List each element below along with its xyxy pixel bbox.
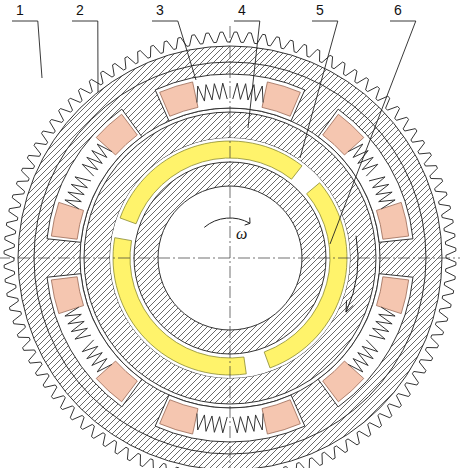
pad	[51, 202, 83, 239]
spring	[369, 307, 395, 339]
arrow-head	[245, 218, 250, 226]
callout-underline	[390, 21, 416, 22]
spring	[82, 340, 112, 372]
callout-number: 1	[16, 2, 24, 18]
leader-line	[248, 21, 260, 128]
pad	[376, 277, 408, 314]
spring	[369, 177, 395, 209]
callout-underline	[12, 21, 38, 22]
spring	[348, 340, 378, 372]
callout-number: 5	[316, 2, 324, 18]
rotation-symbol: ω	[236, 226, 247, 242]
leader-line	[178, 21, 196, 80]
leader-line	[330, 21, 416, 244]
callout-number: 2	[76, 2, 84, 18]
pad	[262, 82, 300, 116]
callout-underline	[72, 21, 98, 22]
spring	[197, 83, 227, 102]
callout-number: 4	[238, 2, 246, 18]
inner-parts	[0, 26, 460, 468]
pad	[323, 361, 364, 402]
spring	[348, 144, 378, 176]
leader-line	[300, 21, 338, 158]
center-line	[0, 26, 460, 468]
pad	[262, 400, 300, 434]
spring	[65, 307, 91, 339]
spring	[197, 414, 227, 433]
pad	[96, 361, 137, 402]
leader-line	[38, 21, 42, 78]
leader-lines	[12, 21, 416, 244]
callout-underline	[234, 21, 260, 22]
pad	[376, 202, 408, 239]
pad	[160, 82, 198, 116]
leader-line	[97, 21, 98, 92]
callout-number: 3	[156, 2, 164, 18]
spring	[82, 144, 112, 176]
spring	[65, 177, 91, 209]
pad	[96, 114, 137, 155]
callout-underline	[152, 21, 178, 22]
spring	[233, 83, 263, 102]
spring	[233, 414, 263, 433]
arrow-head	[346, 300, 353, 312]
pad	[160, 400, 198, 434]
pad	[323, 114, 364, 155]
rotation-arrow	[346, 236, 358, 312]
callout-underline	[312, 21, 338, 22]
pad	[51, 277, 83, 314]
callout-number: 6	[394, 2, 402, 18]
